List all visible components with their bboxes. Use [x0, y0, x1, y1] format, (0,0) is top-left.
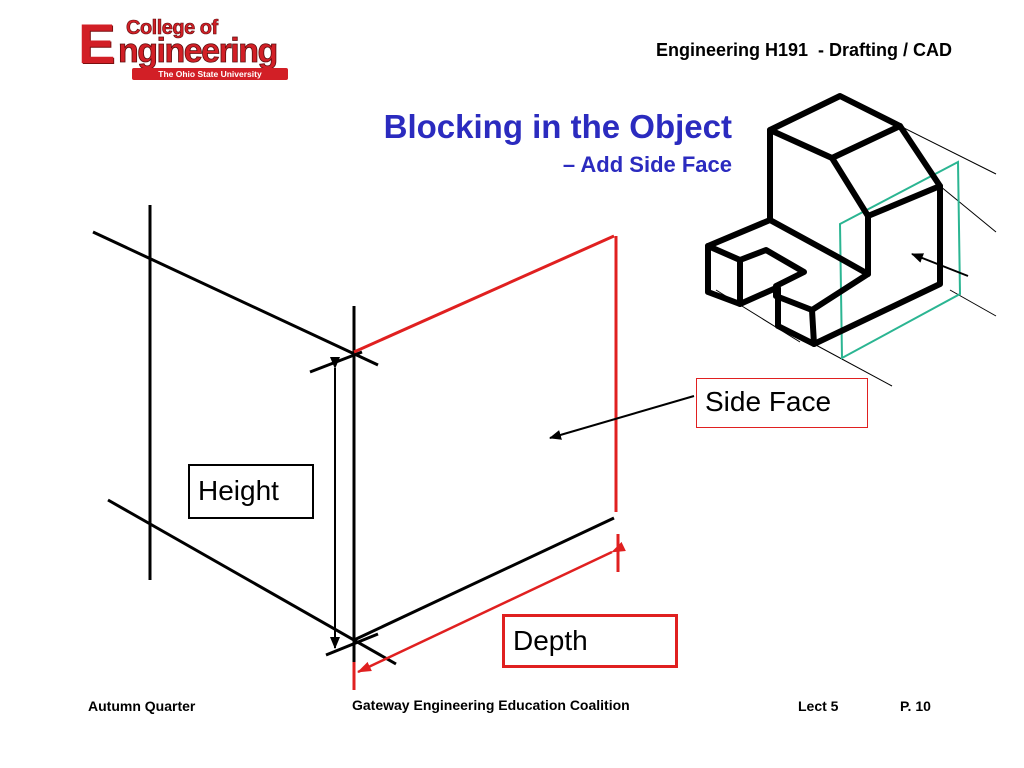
bottom-tick: [325, 632, 379, 657]
footer-lecture: Lect 5: [798, 698, 839, 714]
logo-engineering-text: ngineering: [118, 32, 279, 70]
depth-label: Depth: [502, 614, 678, 668]
logo-university-band: The Ohio State University: [132, 68, 288, 80]
college-logo: E College of ngineering The Ohio State U…: [78, 16, 290, 82]
bottom-receding-line: [107, 498, 397, 666]
course-title: Engineering H191 - Drafting / CAD: [655, 40, 952, 60]
logo-letter-e: E: [78, 12, 115, 75]
logo-college-text: College of: [126, 17, 219, 39]
isometric-object: [705, 93, 997, 387]
depth-dimension: [352, 534, 626, 690]
slide-subtitle: – Add Side Face: [562, 152, 732, 177]
projection-plane: [838, 160, 962, 360]
footer-page-number: P. 10: [900, 698, 931, 714]
slide-title: Blocking in the Object: [383, 108, 732, 145]
top-receding-line: [92, 230, 379, 367]
side-face-leader: [549, 395, 695, 440]
side-face-outline: [353, 234, 618, 512]
height-label: Height: [188, 464, 314, 519]
side-face-label: Side Face: [696, 378, 868, 428]
footer-quarter: Autumn Quarter: [88, 698, 196, 714]
side-face-top-edge: [353, 234, 615, 354]
footer-coalition: Gateway Engineering Education Coalition: [352, 697, 630, 713]
